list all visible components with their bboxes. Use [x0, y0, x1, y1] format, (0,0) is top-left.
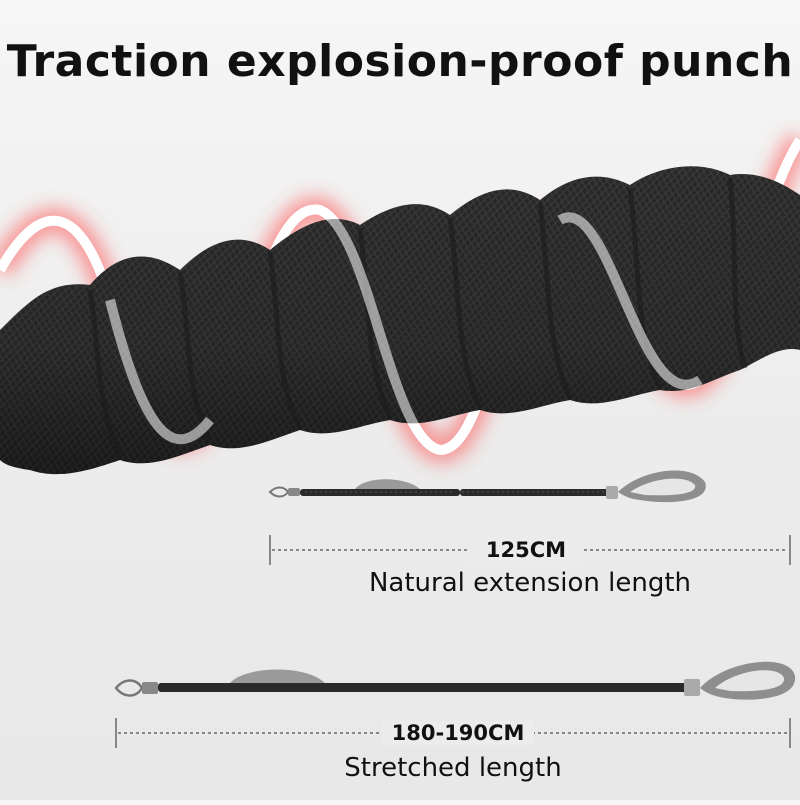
headline: Traction explosion-proof punch	[6, 36, 794, 87]
stretched-length-caption: Stretched length	[344, 753, 562, 783]
elastic-wave-front	[105, 205, 703, 455]
leash-stretched	[114, 661, 796, 700]
natural-length-value: 125CM	[470, 538, 582, 562]
leash-natural	[268, 470, 706, 503]
dimension-line-stretched	[115, 718, 791, 748]
natural-length-caption: Natural extension length	[368, 568, 692, 598]
stretched-length-value: 180-190CM	[382, 721, 534, 745]
